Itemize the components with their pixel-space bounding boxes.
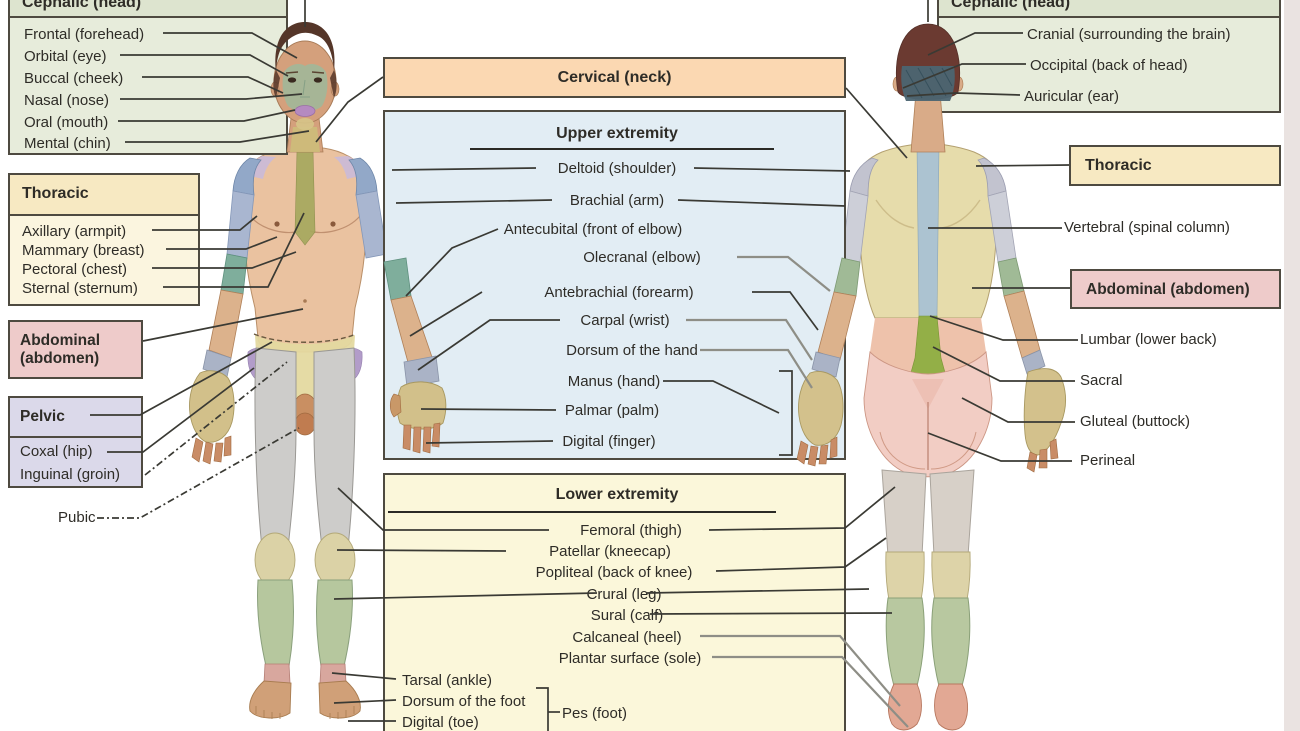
label-palmar: Palmar (palm) [564,402,660,419]
label-mental: Mental (chin) [24,135,111,152]
label-oral: Oral (mouth) [24,114,109,131]
label-sacral: Sacral [1080,372,1123,389]
label-calcaneal: Calcaneal (heel) [572,629,682,646]
label-lumbar: Lumbar (lower back) [1080,331,1217,348]
label-dorsum-hand: Dorsum of the hand [566,342,698,359]
label-antecubital: Antecubital (front of elbow) [503,221,683,238]
label-abdominal-right: Abdominal (abdomen) [1086,281,1250,298]
label-frontal: Frontal (forehead) [24,26,145,43]
cervical-box: Cervical (neck) [383,57,846,98]
lower-extremity-box: Lower extremity Femoral (thigh) Patellar… [383,473,846,731]
label-femoral: Femoral (thigh) [580,522,682,539]
lower-extremity-underline [388,511,776,513]
label-cervical: Cervical (neck) [557,69,672,86]
label-buccal: Buccal (cheek) [24,70,124,87]
left-cephalic-header: Cephalic (head) [22,0,142,11]
label-crural: Crural (leg) [586,586,662,603]
left-cephalic-header-bar: Cephalic (head) [10,0,286,18]
left-thoracic-header: Thoracic [22,185,89,202]
label-occipital: Occipital (back of head) [1030,57,1188,74]
right-thoracic-box: Thoracic [1069,145,1281,186]
label-abdominal-left: Abdominal (abdomen) [20,332,101,367]
label-pelvic: Pelvic [20,408,65,425]
upper-extremity-box: Upper extremity Deltoid (shoulder) Brach… [383,110,846,460]
label-gluteal: Gluteal (buttock) [1080,413,1191,430]
label-tarsal: Tarsal (ankle) [402,672,493,689]
label-olecranal: Olecranal (elbow) [583,249,701,266]
lower-extremity-header: Lower extremity [555,486,679,503]
label-digital-finger: Digital (finger) [562,433,656,450]
label-brachial: Brachial (arm) [569,192,665,209]
label-dorsum-foot: Dorsum of the foot [402,693,526,710]
left-thoracic-box: Thoracic Axillary (armpit) Mammary (brea… [8,173,200,306]
right-cephalic-box: Cephalic (head) Cranial (surrounding the… [937,0,1281,113]
label-patellar: Patellar (kneecap) [549,543,671,560]
label-inguinal: Inguinal (groin) [20,466,121,483]
posterior-figure [841,143,1066,731]
label-pectoral: Pectoral (chest) [22,261,128,278]
label-deltoid: Deltoid (shoulder) [557,160,677,177]
upper-extremity-underline [470,148,774,150]
left-abdominal-box: Abdominal (abdomen) [8,320,143,379]
label-orbital: Orbital (eye) [24,48,107,65]
label-pes: Pes (foot) [562,705,628,722]
label-sternal: Sternal (sternum) [22,280,138,297]
label-popliteal: Popliteal (back of knee) [535,564,693,581]
label-mammary: Mammary (breast) [22,242,145,259]
pelvic-box-divider [10,436,141,438]
label-carpal: Carpal (wrist) [580,312,670,329]
label-pubic: Pubic [58,509,96,526]
label-coxal: Coxal (hip) [20,443,93,460]
right-cephalic-header: Cephalic (head) [951,0,1071,11]
page-edge-strip [1284,0,1300,731]
label-sural: Sural (calf) [590,607,664,624]
pelvic-box: Pelvic Coxal (hip) Inguinal (groin) [8,396,143,488]
right-cephalic-header-bar: Cephalic (head) [939,0,1279,18]
left-thoracic-header-bar: Thoracic [10,175,198,216]
label-auricular: Auricular (ear) [1024,88,1120,105]
label-thoracic-right: Thoracic [1085,157,1152,174]
label-axillary: Axillary (armpit) [22,223,127,240]
left-cephalic-box: Cephalic (head) Frontal (forehead) Orbit… [8,0,288,155]
label-vertebral: Vertebral (spinal column) [1064,219,1230,236]
label-manus: Manus (hand) [567,373,661,390]
label-plantar: Plantar surface (sole) [558,650,702,667]
label-nasal: Nasal (nose) [24,92,110,109]
right-abdominal-box: Abdominal (abdomen) [1070,269,1281,309]
upper-extremity-header: Upper extremity [556,125,678,142]
anterior-figure [189,146,388,719]
label-cranial: Cranial (surrounding the brain) [1027,26,1231,43]
label-perineal: Perineal [1080,452,1136,469]
label-antebrachial: Antebrachial (forearm) [544,284,694,301]
label-digital-toe: Digital (toe) [402,714,479,731]
